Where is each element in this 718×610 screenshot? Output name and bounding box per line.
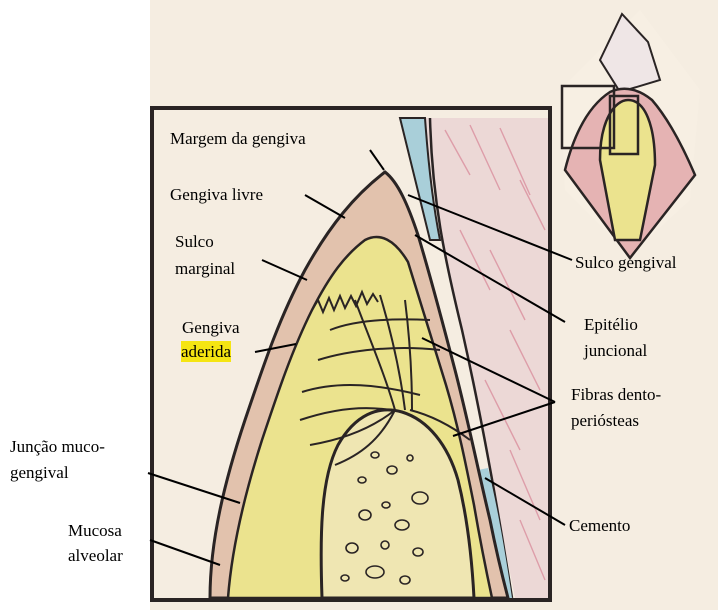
label-epitelio-juncional-line1: Epitélio bbox=[584, 314, 638, 335]
label-epitelio-juncional-line2: juncional bbox=[584, 340, 647, 361]
label-gengiva-aderida-line2: aderida bbox=[181, 341, 231, 362]
label-juncao-muco-gengival-line2: gengival bbox=[10, 462, 69, 483]
label-gengiva-aderida-line1: Gengiva bbox=[182, 317, 240, 338]
label-mucosa-alveolar-line2: alveolar bbox=[68, 545, 123, 566]
label-fibras-dento-periosteas-line1: Fibras dento- bbox=[571, 384, 661, 405]
label-mucosa-alveolar-line1: Mucosa bbox=[68, 520, 122, 541]
label-fibras-dento-periosteas-line2: periósteas bbox=[571, 410, 639, 431]
label-juncao-muco-gengival-line1: Junção muco- bbox=[10, 436, 105, 457]
label-gengiva-livre: Gengiva livre bbox=[170, 184, 263, 205]
label-sulco-marginal-line2: marginal bbox=[175, 258, 235, 279]
label-sulco-marginal-line1: Sulco bbox=[175, 231, 214, 252]
label-margem-da-gengiva: Margem da gengiva bbox=[170, 128, 306, 149]
label-sulco-gengival: Sulco gengival bbox=[575, 252, 677, 273]
label-cemento: Cemento bbox=[569, 515, 630, 536]
